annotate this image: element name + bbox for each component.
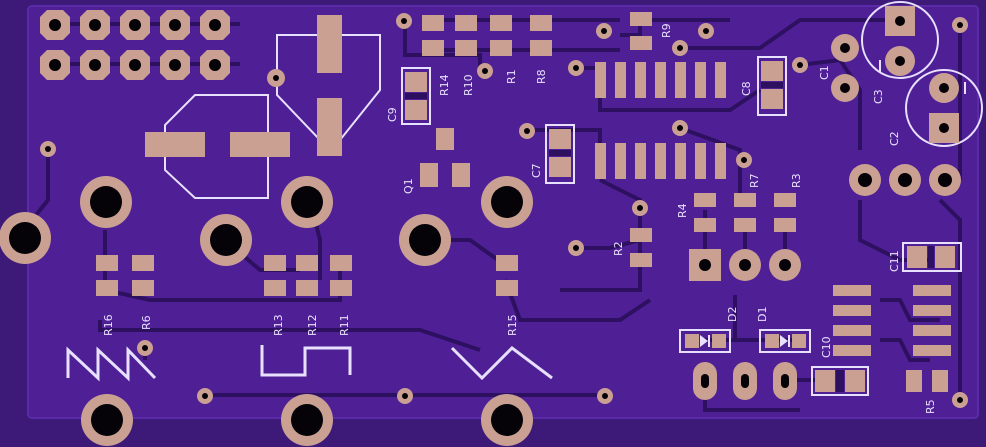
label-c8: C8 [740,81,753,96]
transistor-q1 [420,128,470,187]
label-r2: R2 [612,241,625,256]
label-r10: R10 [462,74,475,96]
label-r4: R4 [676,203,689,218]
smd-resistors [96,12,948,392]
pot-outlines [164,34,381,199]
label-c11: C11 [888,250,901,272]
label-r11: R11 [338,314,351,336]
jack-holes [0,176,533,446]
pin-header [40,10,230,80]
label-c9: C9 [386,107,399,122]
sawtooth-symbol [66,346,157,382]
label-r9: R9 [660,23,673,38]
label-r7: R7 [748,173,761,188]
label-q1: Q1 [402,178,415,194]
label-r14: R14 [438,74,451,96]
ic-chips [595,62,951,356]
oval-pads [693,362,797,400]
label-r16: R16 [102,314,115,336]
label-d2: D2 [726,307,739,322]
label-r6: R6 [140,315,153,330]
silkscreen-labels: R14 R10 R1 R8 R9 C1 C3 C2 C8 C9 C7 Q1 R4… [102,23,937,414]
power-header [831,34,961,196]
label-r15: R15 [506,314,519,336]
waveform-symbols [66,345,553,382]
label-c1: C1 [818,65,831,80]
label-c7: C7 [530,163,543,178]
label-c3: C3 [872,89,885,104]
pot-pads [145,15,342,157]
label-r5: R5 [924,399,937,414]
pin-header-3 [689,249,801,281]
electrolytic-caps [861,1,983,147]
label-r1: R1 [505,69,518,84]
label-d1: D1 [756,307,769,322]
label-c10: C10 [820,336,833,358]
square-wave-symbol [260,345,352,377]
vias [40,13,968,408]
label-r8: R8 [535,69,548,84]
label-r13: R13 [272,314,285,336]
label-c2: C2 [888,131,901,146]
capacitors [401,56,962,396]
diodes [679,329,811,353]
triangle-wave-symbol [450,346,553,381]
label-r12: R12 [306,314,319,336]
label-r3: R3 [790,173,803,188]
